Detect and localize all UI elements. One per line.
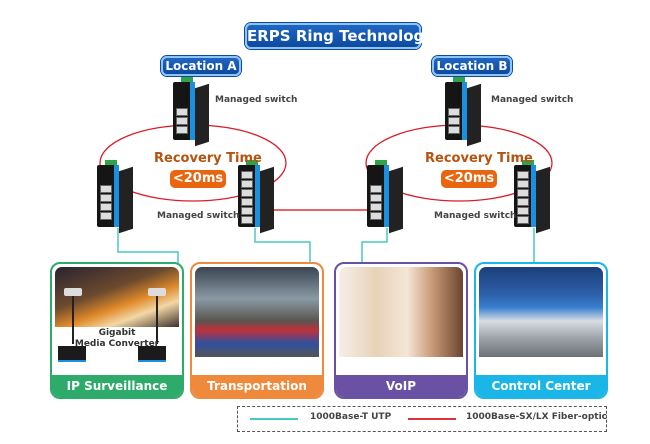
media-converter-right [138, 346, 166, 362]
legend-fiber-label: 1000Base-SX/LX Fiber-optic [466, 412, 607, 422]
managed-switch-b-top [445, 77, 481, 147]
tile-caption: IP Surveillance [52, 375, 182, 397]
utp-link-voip [361, 228, 388, 270]
camera-icon-left [64, 288, 82, 296]
media-converter-left [58, 346, 86, 362]
highway-night-image [55, 267, 179, 327]
recovery-time-label-b: Recovery Time [425, 151, 533, 166]
tile-transportation: Transportation [190, 262, 324, 399]
tile-ip-surveillance: Gigabit Media Converter IP Surveillance [50, 262, 184, 399]
recovery-time-label-a: Recovery Time [154, 151, 262, 166]
converter-label-line2: Media Converter [74, 339, 160, 349]
switch-label-a-bottom: Managed switch [157, 211, 240, 221]
legend-utp-label: 1000Base-T UTP [310, 412, 392, 422]
legend-fiber-swatch [408, 418, 456, 420]
managed-switch-a-top [173, 77, 209, 147]
managed-switch-a-right [238, 160, 274, 234]
tile-voip: VoIP [334, 262, 468, 399]
recovery-time-value-b: <20ms [441, 170, 497, 188]
switch-label-b-top: Managed switch [491, 95, 574, 105]
managed-switch-b-left [367, 160, 403, 234]
diagram-title: ERPS Ring Technology [245, 23, 434, 49]
legend: 1000Base-T UTP 1000Base-SX/LX Fiber-opti… [237, 406, 607, 432]
train-station-image [195, 267, 319, 357]
tile-caption: VoIP [336, 375, 466, 397]
recovery-time-value-a: <20ms [170, 170, 226, 188]
legend-utp-swatch [250, 418, 298, 420]
switch-label-b-bottom: Managed switch [434, 211, 517, 221]
converter-label-line1: Gigabit [98, 328, 136, 338]
tile-control-center: Control Center [474, 262, 608, 399]
utp-link-transportation [254, 228, 311, 265]
location-b-badge: Location B [432, 56, 512, 76]
camera-icon-right [148, 288, 166, 296]
managed-switch-a-left [97, 160, 133, 234]
control-room-image [479, 267, 603, 357]
switch-label-a-top: Managed switch [215, 95, 298, 105]
location-a-badge: Location A [161, 56, 241, 76]
converter-label: Gigabit Media Converter [52, 328, 182, 350]
call-center-image [339, 267, 463, 357]
tile-caption: Transportation [192, 375, 322, 397]
camera-pole-right [156, 296, 158, 344]
camera-pole-left [72, 296, 74, 344]
managed-switch-b-right [514, 160, 550, 234]
tile-caption: Control Center [476, 375, 606, 397]
